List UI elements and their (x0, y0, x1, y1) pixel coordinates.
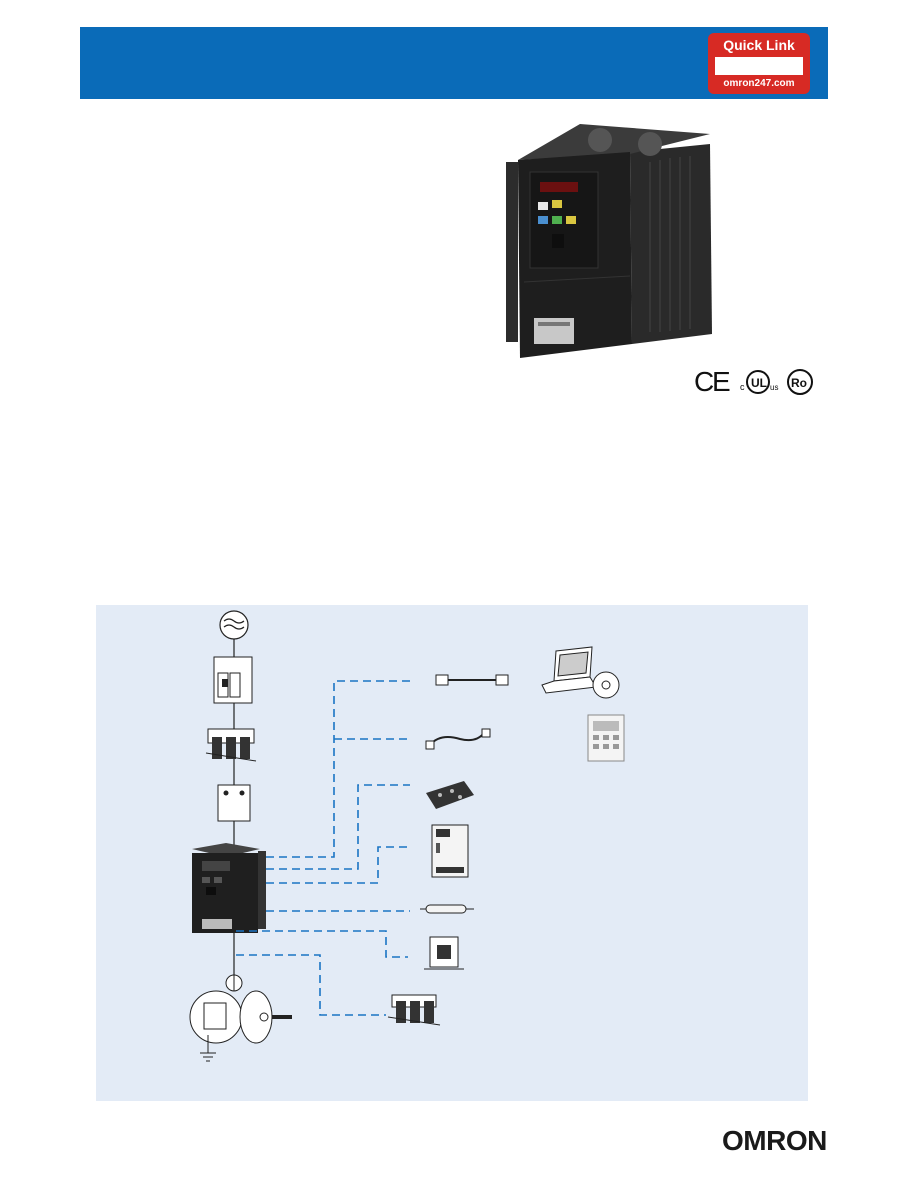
quick-link-url[interactable]: omron247.com (723, 78, 795, 89)
quick-link-badge[interactable]: Quick Link omron247.com (708, 33, 810, 94)
braking-resistor-icon (420, 904, 474, 914)
ul-mark-icon (746, 370, 770, 394)
system-configuration-diagram (189, 610, 625, 1062)
ro-mark-icon (787, 369, 813, 395)
input-ac-reactor-icon (205, 728, 257, 762)
svg-text:Ro: Ro (791, 376, 807, 390)
system-configuration-panel (96, 605, 808, 1101)
quick-link-code-box (715, 57, 803, 75)
svg-text:us: us (770, 383, 778, 392)
dc-reactor-icon (424, 936, 464, 970)
laptop-icon (541, 646, 597, 694)
svg-text:c: c (740, 382, 745, 392)
inverter-drive-photo (506, 124, 712, 358)
software-cd-icon (592, 671, 620, 699)
digital-operator-icon (587, 714, 625, 762)
svg-text:E: E (712, 366, 731, 396)
inverter-icon (192, 843, 266, 933)
serial-cable-icon (425, 728, 491, 750)
ce-mark-icon: C (694, 366, 714, 396)
noise-filter-icon (217, 784, 251, 822)
option-board-icon (426, 781, 474, 809)
svg-text:UL: UL (751, 376, 767, 390)
communication-unit-icon (431, 824, 469, 878)
quick-link-title: Quick Link (723, 37, 795, 53)
output-ac-reactor-icon (387, 994, 441, 1026)
omron-logo: OMRON (722, 1125, 827, 1156)
header-bar (80, 27, 828, 99)
ac-power-source-icon (219, 610, 249, 640)
circuit-breaker-icon (213, 656, 253, 704)
certification-marks: C E c UL us Ro (694, 366, 813, 396)
motor-icon (189, 974, 292, 1062)
usb-cable-icon (435, 674, 509, 686)
